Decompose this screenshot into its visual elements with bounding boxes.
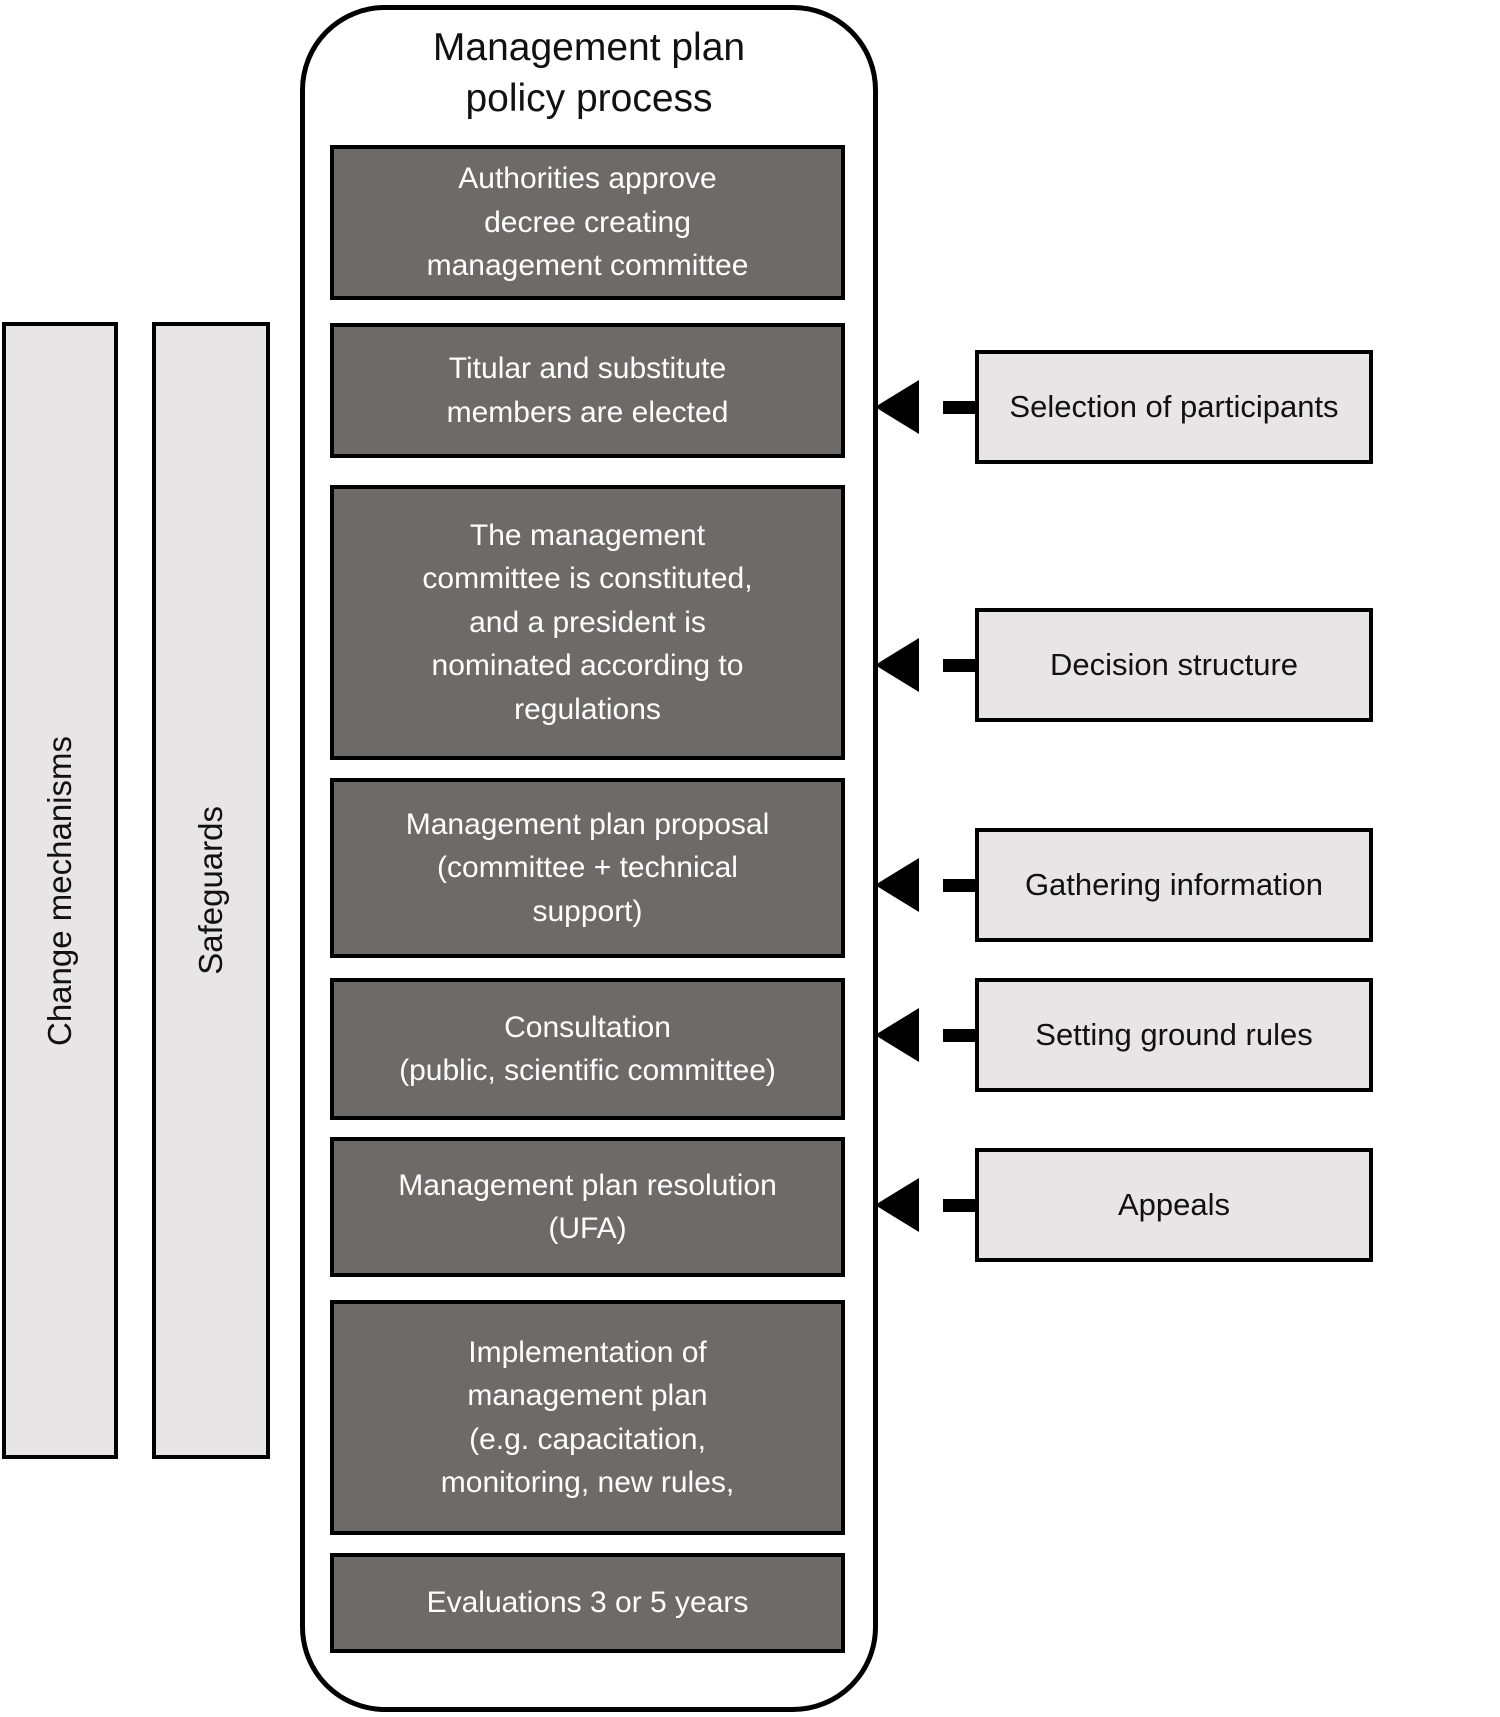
annotation-selection-of-participants: Selection of participants	[975, 350, 1373, 464]
arrowhead-icon	[875, 380, 919, 434]
arrowhead-icon	[875, 858, 919, 912]
dashed-arrow-left-icon	[875, 379, 975, 435]
arrowhead-icon	[875, 1178, 919, 1232]
dashed-arrow-left-icon	[875, 857, 975, 913]
arrowhead-icon	[875, 1008, 919, 1062]
annotation-decision-structure: Decision structure	[975, 608, 1373, 722]
process-step-evaluations: Evaluations 3 or 5 years	[330, 1553, 845, 1653]
change-mechanisms-bar: Change mechanisms	[2, 322, 118, 1459]
arrow-dash-segment	[943, 1198, 975, 1212]
annotation-gathering-information: Gathering information	[975, 828, 1373, 942]
arrow-dash-segment	[943, 1028, 975, 1042]
arrow-dash-segment	[943, 400, 975, 414]
safeguards-label: Safeguards	[192, 806, 229, 975]
change-mechanisms-label: Change mechanisms	[41, 735, 78, 1046]
process-step-consultation: Consultation (public, scientific committ…	[330, 978, 845, 1120]
dashed-arrow-left-icon	[875, 1007, 975, 1063]
safeguards-bar: Safeguards	[152, 322, 270, 1459]
arrow-dash-segment	[943, 658, 975, 672]
annotation-appeals: Appeals	[975, 1148, 1373, 1262]
process-step-committee-constituted: The management committee is constituted,…	[330, 485, 845, 760]
arrow-dash-segment	[943, 878, 975, 892]
process-step-authorities-approve-decree: Authorities approve decree creating mana…	[330, 145, 845, 300]
process-step-plan-proposal: Management plan proposal (committee + te…	[330, 778, 845, 958]
dashed-arrow-left-icon	[875, 1177, 975, 1233]
arrowhead-icon	[875, 638, 919, 692]
dashed-arrow-left-icon	[875, 637, 975, 693]
process-step-implementation: Implementation of management plan (e.g. …	[330, 1300, 845, 1535]
process-step-members-elected: Titular and substitute members are elect…	[330, 323, 845, 458]
annotation-setting-ground-rules: Setting ground rules	[975, 978, 1373, 1092]
process-step-plan-resolution: Management plan resolution (UFA)	[330, 1137, 845, 1277]
diagram-title: Management plan policy process	[432, 26, 746, 121]
